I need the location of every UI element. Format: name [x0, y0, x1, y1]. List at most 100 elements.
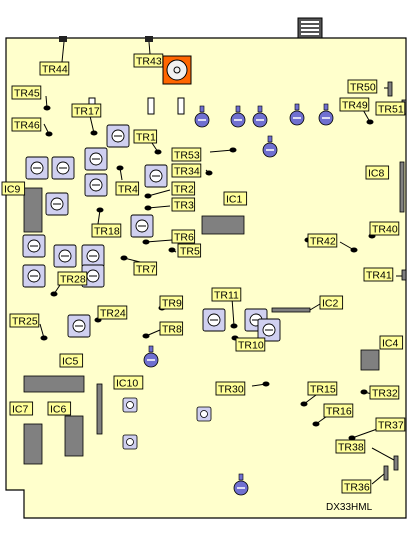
- leader-tr2: [147, 189, 171, 197]
- svg-text:IC9: IC9: [4, 184, 21, 196]
- ic7-body: [23, 423, 43, 465]
- leader-tr7: [123, 257, 141, 263]
- svg-text:TR24: TR24: [100, 308, 126, 320]
- trimmer-pot: [84, 173, 108, 197]
- svg-text:TR5: TR5: [180, 246, 200, 258]
- trimmer-pot: [45, 192, 69, 216]
- label-tr9: TR9: [159, 295, 184, 310]
- label-tr34: TR34: [171, 163, 202, 178]
- label-tr41: TR41: [363, 267, 394, 282]
- svg-text:TR8: TR8: [162, 324, 182, 336]
- svg-text:TR46: TR46: [14, 120, 40, 132]
- svg-text:TR16: TR16: [326, 406, 352, 418]
- svg-text:TR10: TR10: [238, 340, 264, 352]
- label-tr44: TR44: [39, 61, 70, 76]
- ic2-body: [271, 307, 311, 313]
- leader-tr11: [231, 297, 235, 327]
- component-small: [177, 97, 185, 115]
- tr38-body: [393, 455, 399, 471]
- small-trimmer: [122, 397, 138, 413]
- ic1-body: [201, 215, 245, 235]
- leader-tr25: [39, 323, 45, 339]
- trimmer-pot: [22, 234, 46, 258]
- trimmer-pot: [84, 147, 108, 171]
- svg-text:IC8: IC8: [368, 168, 385, 180]
- blue-trimmer: [230, 105, 246, 128]
- leader-tr38: [371, 447, 395, 461]
- label-tr28: TR28: [57, 271, 88, 286]
- svg-text:TR11: TR11: [214, 290, 239, 302]
- main-potentiometer: [162, 55, 192, 85]
- leader-tr43: [148, 41, 151, 55]
- label-tr50: TR50: [347, 79, 378, 94]
- svg-text:TR2: TR2: [174, 184, 194, 196]
- svg-text:TR7: TR7: [136, 264, 156, 276]
- label-tr6: TR6: [171, 229, 196, 244]
- label-ic1: IC1: [223, 191, 248, 206]
- blue-trimmer: [262, 135, 278, 158]
- svg-text:TR34: TR34: [174, 166, 200, 178]
- blue-trimmer: [194, 105, 210, 128]
- leader-tr3: [147, 205, 171, 209]
- label-tr51: TR51: [375, 101, 406, 116]
- label-tr10: TR10: [235, 337, 266, 352]
- label-tr15: TR15: [307, 381, 338, 396]
- label-tr37: TR37: [375, 417, 406, 432]
- tr41-body: [401, 269, 407, 281]
- label-tr7: TR7: [133, 261, 158, 276]
- label-tr8: TR8: [159, 321, 184, 336]
- blue-trimmer: [289, 103, 305, 126]
- label-tr40: TR40: [369, 221, 400, 236]
- leader-tr34: [205, 169, 210, 174]
- label-ic10: IC10: [113, 375, 144, 390]
- tr50-body: [387, 81, 393, 97]
- label-tr25: TR25: [9, 313, 40, 328]
- svg-text:TR53: TR53: [174, 150, 200, 162]
- svg-text:TR9: TR9: [162, 298, 182, 310]
- svg-text:IC4: IC4: [382, 338, 399, 350]
- label-tr32: TR32: [369, 385, 400, 400]
- leader-tr42: [339, 241, 355, 251]
- ic10-body: [96, 383, 103, 435]
- small-trimmer: [196, 406, 212, 422]
- trimmer-pot: [51, 156, 75, 180]
- label-tr5: TR5: [177, 243, 202, 258]
- leader-tr46: [43, 123, 50, 135]
- label-tr30: TR30: [215, 381, 246, 396]
- svg-text:TR50: TR50: [350, 82, 376, 94]
- leader-tr8: [145, 329, 161, 337]
- leader-tr37: [351, 427, 381, 439]
- svg-text:TR40: TR40: [372, 224, 398, 236]
- svg-text:TR3: TR3: [174, 200, 194, 212]
- trimmer-pot: [106, 124, 130, 148]
- svg-text:IC5: IC5: [62, 356, 79, 368]
- label-ic5: IC5: [59, 353, 84, 368]
- trimmer-pot: [130, 214, 154, 238]
- leader-ic2: [309, 303, 321, 311]
- label-tr18: TR18: [91, 223, 122, 238]
- label-ic6: IC6: [47, 401, 72, 416]
- top-connector: [297, 17, 323, 39]
- svg-text:TR32: TR32: [372, 388, 398, 400]
- svg-text:TR17: TR17: [74, 106, 100, 118]
- ic5-body: [23, 375, 85, 393]
- svg-text:IC10: IC10: [116, 378, 138, 390]
- component-small: [147, 97, 155, 115]
- tr36-body: [383, 465, 389, 481]
- leader-tr44: [61, 41, 65, 63]
- svg-text:TR42: TR42: [310, 236, 336, 248]
- svg-text:TR51: TR51: [378, 104, 404, 116]
- svg-text:IC1: IC1: [226, 194, 243, 206]
- leader-tr53: [209, 149, 234, 153]
- ic6-body: [64, 415, 84, 457]
- svg-text:IC6: IC6: [50, 404, 67, 416]
- leader-tr17: [89, 115, 95, 134]
- label-tr11: TR11: [211, 287, 242, 302]
- label-tr2: TR2: [171, 181, 196, 196]
- blue-trimmer: [318, 103, 334, 126]
- ic8-body: [399, 161, 405, 213]
- svg-text:TR38: TR38: [338, 442, 364, 454]
- trimmer-pot: [202, 308, 226, 332]
- label-ic8: IC8: [365, 165, 390, 180]
- trimmer-pot: [53, 244, 77, 268]
